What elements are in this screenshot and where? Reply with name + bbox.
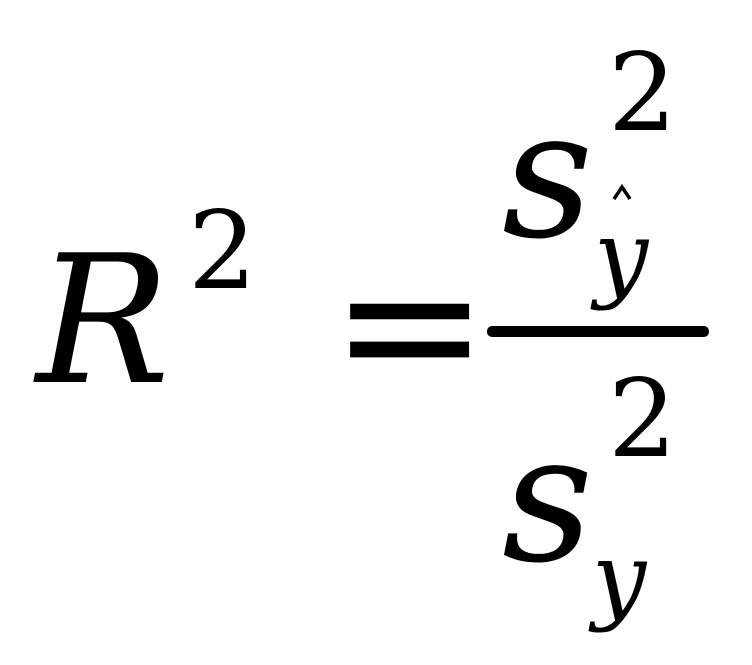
fraction-bar [487,326,709,337]
equals-sign: = [330,214,490,435]
denominator-exponent: 2 [608,357,677,482]
lhs-exponent: 2 [188,189,257,314]
denominator-symbol-s: s [502,395,594,602]
lhs-symbol-r: R [36,217,171,424]
hat-accent-icon [612,183,632,200]
numerator-symbol-s: s [502,71,594,278]
denominator-subscript-y: y [592,522,647,634]
numerator-subscript-y-hat: y [594,200,649,312]
numerator-exponent: 2 [608,31,677,156]
